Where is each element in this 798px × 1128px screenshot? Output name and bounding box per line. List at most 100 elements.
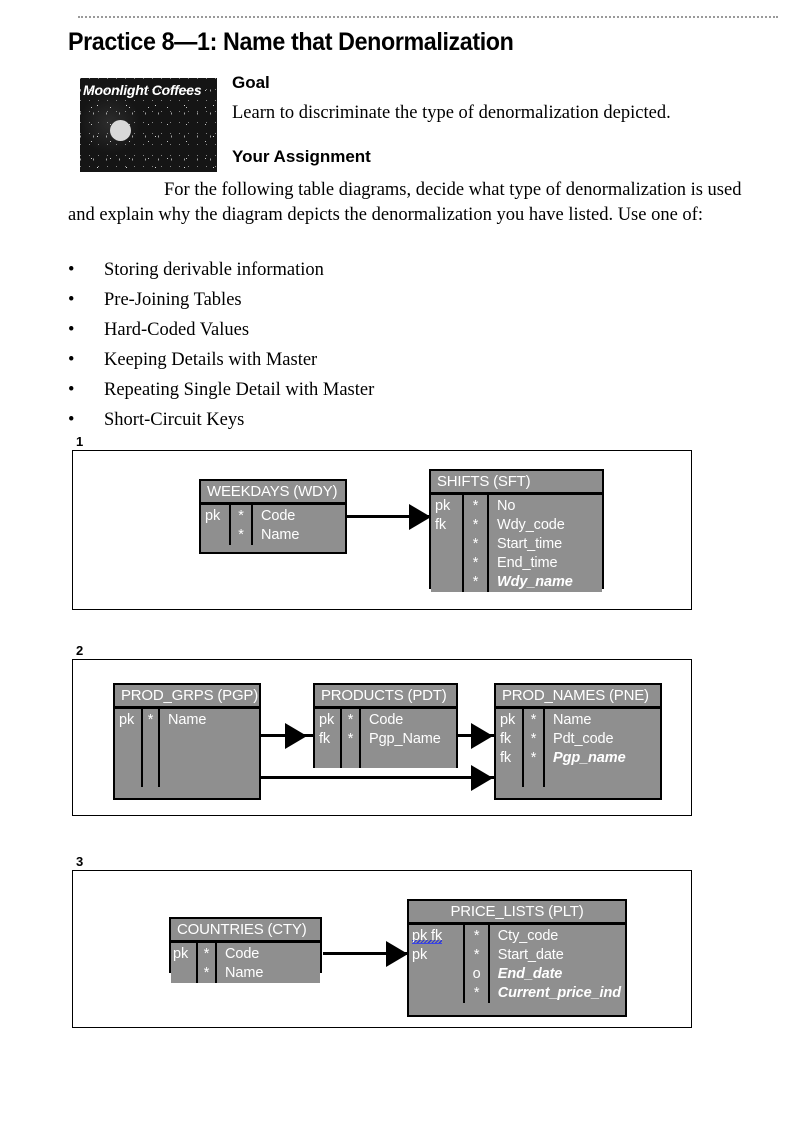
er-attribute-cell-denormalized: Pgp_name	[553, 750, 626, 766]
er-mandatory-cell-optional: o	[472, 966, 481, 982]
er-key-cell: .	[119, 730, 138, 749]
er-mandatory-column: * *	[342, 709, 361, 768]
er-key-cell: pk	[205, 508, 221, 524]
er-attribute-cell: Code	[369, 712, 404, 728]
bullet-icon: •	[68, 380, 75, 400]
er-mandatory-cell: *	[473, 985, 480, 1001]
connector-arrow-pgp-pne	[471, 765, 493, 791]
diagram-number-1: 1	[76, 434, 84, 449]
list-item-label: Short-Circuit Keys	[104, 410, 245, 430]
diagram-frame-3: COUNTRIES (CTY) pk * * Code Name PRICE_L…	[72, 870, 692, 1028]
er-mandatory-cell: *	[473, 947, 480, 963]
er-attribute-cell: Name	[225, 965, 264, 981]
er-key-cell: .	[500, 768, 519, 787]
connector-arrow-cty-plt	[386, 941, 408, 967]
er-table-body: pk fk . * * Code Pgp_Name	[315, 709, 456, 768]
er-mandatory-cell: *	[472, 555, 479, 571]
bullet-icon: •	[68, 410, 75, 430]
er-table-title: WEEKDAYS (WDY)	[201, 481, 345, 505]
er-table-weekdays: WEEKDAYS (WDY) pk * * Code Name	[199, 479, 347, 554]
er-attribute-cell: Name	[168, 712, 207, 728]
er-table-body: pk * * Code Name	[171, 943, 320, 983]
connector-arrow-pdt-pne	[471, 723, 493, 749]
er-attribute-cell: Name	[553, 712, 592, 728]
er-mandatory-cell: *	[347, 731, 354, 747]
er-table-body: pk . . . * Name	[115, 709, 259, 787]
er-attribute-cell: No	[497, 498, 516, 514]
logo-caption: Moonlight Coffees	[83, 82, 202, 98]
er-mandatory-cell: *	[203, 946, 210, 962]
er-table-title: PRICE_LISTS (PLT)	[409, 901, 625, 925]
er-table-body: pk * * Code Name	[201, 505, 345, 545]
er-attribute-cell-denormalized: End_date	[497, 966, 563, 982]
er-table-shifts: SHIFTS (SFT) pk fk . . . * * * * * No Wd…	[429, 469, 604, 592]
list-item-label: Keeping Details with Master	[104, 350, 318, 370]
er-key-cell: .	[119, 768, 138, 787]
er-key-cell: fk	[319, 731, 331, 747]
bullet-icon: •	[68, 350, 75, 370]
er-key-cell: fk	[500, 750, 512, 766]
list-item-label: Storing derivable information	[104, 260, 324, 280]
connector-arrow-wdy-sft	[409, 504, 431, 530]
connector-arrow-pgp-pdt	[285, 723, 307, 749]
er-mandatory-cell: *	[238, 527, 244, 543]
er-table-title: SHIFTS (SFT)	[431, 471, 602, 495]
assignment-heading: Your Assignment	[232, 147, 371, 166]
connector-line-pgp-pdt	[260, 734, 364, 737]
assignment-text: For the following table diagrams, decide…	[68, 180, 742, 225]
er-table-price-lists: PRICE_LISTS (PLT) pk fk pk . . * * o * C…	[407, 899, 627, 1017]
er-key-column: pk	[171, 943, 198, 983]
er-key-cell: .	[435, 554, 459, 573]
er-key-cell: .	[319, 749, 337, 768]
diagram-number-3: 3	[76, 854, 84, 869]
er-key-cell: fk	[500, 731, 512, 747]
page-title: Practice 8—1: Name that Denormalization	[68, 28, 514, 56]
er-key-cell: pk	[319, 712, 335, 728]
er-attribute-cell: End_time	[497, 555, 558, 571]
er-table-body: pk fk . . . * * * * * No Wdy_code Start_…	[431, 495, 602, 592]
er-mandatory-cell: *	[473, 928, 480, 944]
er-key-cell: pk	[500, 712, 516, 728]
list-item-label: Repeating Single Detail with Master	[104, 380, 375, 400]
diagram-frame-1: WEEKDAYS (WDY) pk * * Code Name SHIFTS (…	[72, 450, 692, 610]
er-mandatory-column: *	[143, 709, 160, 787]
list-item: • Repeating Single Detail with Master	[68, 375, 668, 405]
starfield-texture	[80, 78, 217, 172]
er-table-body: pk fk pk . . * * o * Cty_code Start_date…	[409, 925, 625, 1003]
list-item: • Storing derivable information	[68, 255, 668, 285]
er-mandatory-cell: *	[472, 574, 479, 590]
er-attribute-column: Name Pdt_code Pgp_name	[545, 709, 660, 787]
er-table-title: PRODUCTS (PDT)	[315, 685, 456, 709]
er-attribute-cell: Cty_code	[497, 928, 559, 944]
er-mandatory-cell: *	[347, 712, 354, 728]
er-mandatory-column: * *	[198, 943, 217, 983]
diagram-frame-2: PROD_GRPS (PGP) pk . . . * Name PRODUCTS…	[72, 659, 692, 816]
er-key-column: pk fk . . .	[431, 495, 464, 592]
moon-icon	[110, 120, 131, 141]
er-mandatory-cell: *	[472, 536, 479, 552]
er-attribute-column: Name	[160, 709, 259, 787]
er-attribute-column: Code Name	[253, 505, 345, 545]
connector-line-cty-plt	[323, 952, 415, 955]
er-mandatory-column: * * o *	[465, 925, 490, 1003]
list-item: • Keeping Details with Master	[68, 345, 668, 375]
er-attribute-column: Code Pgp_Name	[361, 709, 456, 768]
er-attribute-cell: Name	[261, 527, 300, 543]
er-table-countries: COUNTRIES (CTY) pk * * Code Name	[169, 917, 322, 983]
er-attribute-column: Cty_code Start_date End_date Current_pri…	[490, 925, 625, 1003]
er-key-column: pk fk .	[315, 709, 342, 768]
list-item-label: Hard-Coded Values	[104, 320, 250, 340]
er-attribute-column: Code Name	[217, 943, 320, 983]
er-attribute-cell-denormalized: Current_price_ind	[497, 985, 621, 1001]
moonlight-coffees-logo-image: Moonlight Coffees	[80, 78, 217, 172]
er-key-cell: .	[435, 573, 459, 592]
er-key-cell: pk	[119, 712, 135, 728]
er-key-column: pk fk fk .	[496, 709, 524, 787]
er-attribute-cell-denormalized: Wdy_name	[497, 574, 573, 590]
er-attribute-cell: Start_date	[497, 947, 564, 963]
connector-line-wdy-sft	[345, 515, 437, 518]
bullet-icon: •	[68, 260, 75, 280]
er-key-cell: pk	[173, 946, 189, 962]
er-key-cell: .	[412, 965, 460, 984]
er-key-column: pk . . .	[115, 709, 143, 787]
